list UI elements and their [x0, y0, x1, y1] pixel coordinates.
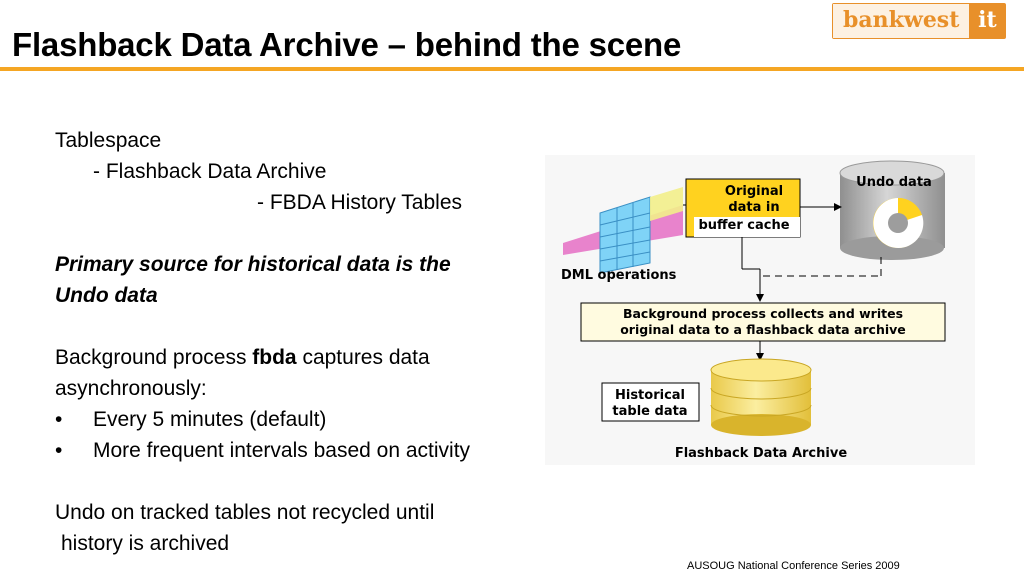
background-process-line-2: asynchronously:: [55, 377, 207, 400]
undo-data-cylinder: [839, 160, 945, 260]
primary-source-line-2: Undo data: [55, 284, 158, 307]
bullet-marker: •: [55, 439, 63, 462]
fda-line: - Flashback Data Archive: [93, 160, 327, 183]
background-process-label-1: Background process collects and writes: [623, 306, 903, 321]
historical-label-2: table data: [612, 404, 687, 419]
background-process-box: [580, 302, 946, 342]
background-suffix: captures data: [296, 346, 430, 369]
logo-brand: bankwest: [833, 4, 970, 38]
bullet-text: More frequent intervals based on activit…: [93, 439, 471, 462]
slide-title: Flashback Data Archive – behind the scen…: [12, 26, 682, 63]
dml-table-icon: [563, 187, 683, 274]
undo-line-2: history is archived: [61, 532, 230, 555]
background-process-label-2: original data to a flashback data archiv…: [620, 322, 906, 337]
undo-data-label: Undo data: [856, 175, 932, 190]
original-data-label-2: data in: [728, 200, 779, 215]
bullet-item: • More frequent intervals based on activ…: [55, 435, 555, 466]
history-tables-line: - FBDA History Tables: [257, 191, 463, 214]
historical-label-1: Historical: [615, 388, 685, 403]
tablespace-line: Tablespace: [55, 129, 162, 152]
footer-text: AUSOUG National Conference Series 2009: [687, 560, 900, 572]
historical-table-box: [601, 382, 700, 422]
fbda-diagram-svg: DML operations Original data in buffer c…: [561, 160, 946, 461]
logo-suffix: it: [969, 4, 1006, 38]
flashback-archive-label: Flashback Data Archive: [675, 446, 847, 461]
bullet-item: • Every 5 minutes (default): [55, 404, 555, 435]
dml-operations-label: DML operations: [561, 268, 677, 283]
fbda-keyword: fbda: [252, 346, 297, 369]
title-underline: [0, 67, 1024, 71]
background-prefix: Background process: [55, 346, 253, 369]
bullet-text: Every 5 minutes (default): [93, 408, 327, 431]
background-process-line: Background process fbda captures data: [55, 342, 555, 373]
primary-source-line-1: Primary source for historical data is th…: [55, 253, 451, 276]
undo-line-1: Undo on tracked tables not recycled unti…: [55, 501, 435, 524]
fbda-diagram: DML operations Original data in buffer c…: [545, 155, 975, 465]
flashback-archive-cylinder: [710, 358, 812, 436]
original-data-label-3: buffer cache: [698, 218, 789, 233]
slide-body: Tablespace - Flashback Data Archive - FB…: [55, 125, 555, 559]
bankwest-it-logo: bankwest it: [832, 3, 1007, 39]
original-data-label-1: Original: [725, 184, 783, 199]
bullet-marker: •: [55, 408, 63, 431]
